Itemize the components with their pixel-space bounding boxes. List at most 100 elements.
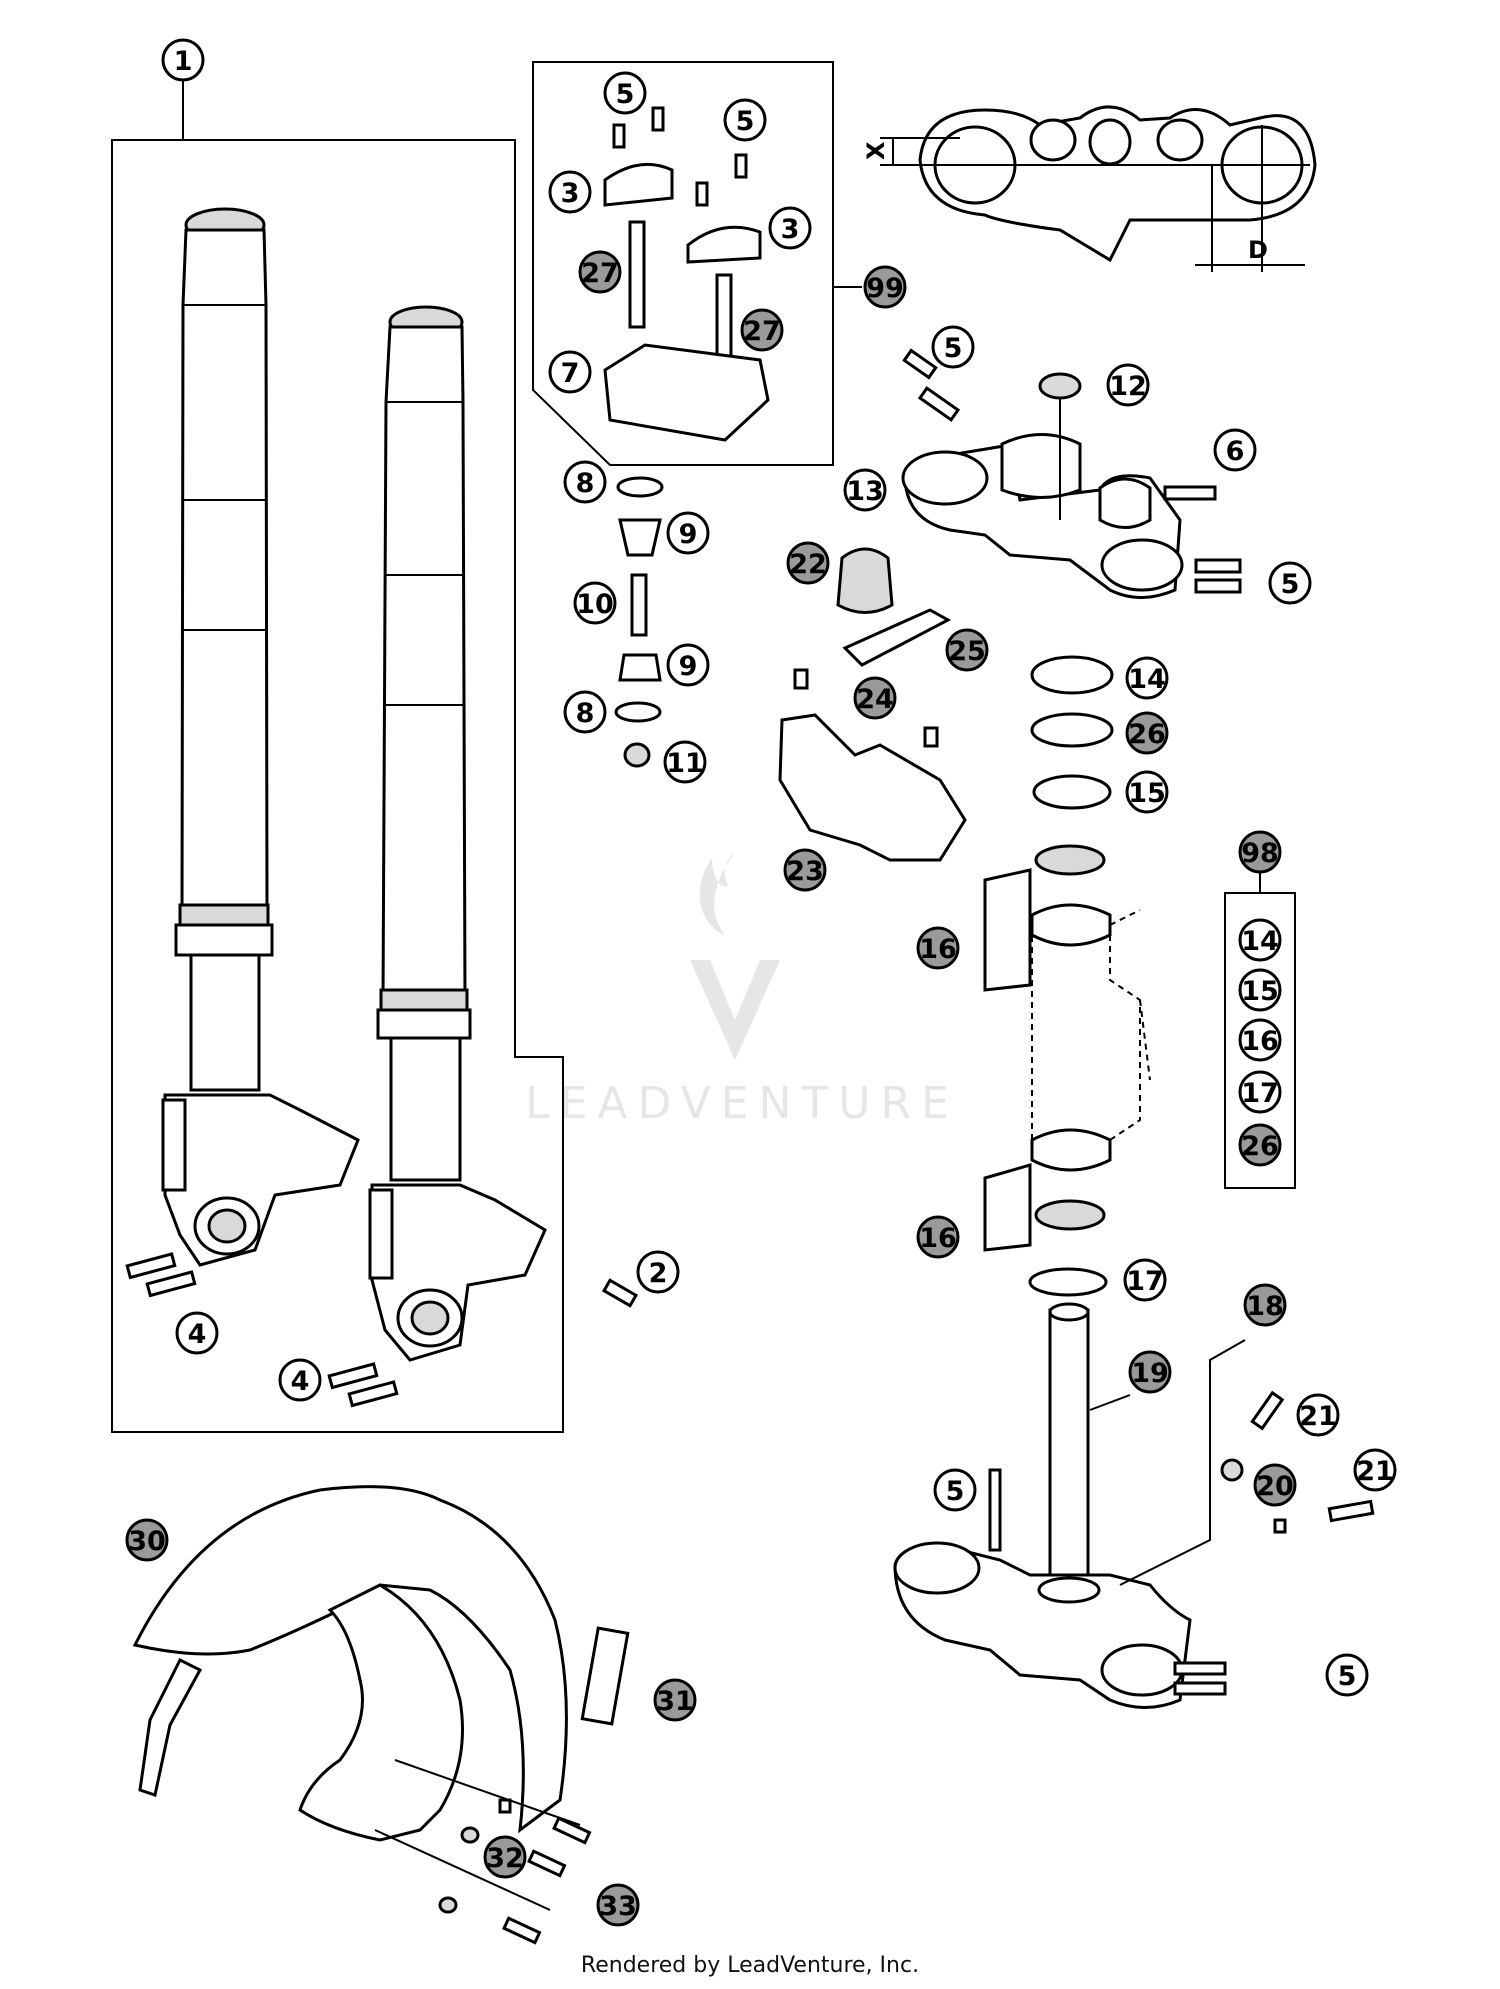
callout-16: 16 bbox=[916, 1215, 960, 1259]
callout-5: 5 bbox=[723, 98, 767, 142]
svg-text:20: 20 bbox=[1256, 1471, 1294, 1502]
svg-text:12: 12 bbox=[1109, 371, 1147, 402]
svg-text:5: 5 bbox=[946, 1476, 965, 1507]
dimension-x-label: X bbox=[862, 141, 890, 160]
svg-text:5: 5 bbox=[736, 106, 755, 137]
upper-triple-clamp bbox=[901, 348, 1242, 599]
svg-text:16: 16 bbox=[1241, 1026, 1279, 1057]
svg-text:4: 4 bbox=[188, 1319, 207, 1350]
watermark: LEADVENTURE bbox=[525, 852, 959, 1129]
callout-6: 6 bbox=[1213, 428, 1257, 472]
svg-text:27: 27 bbox=[581, 258, 619, 289]
svg-text:1: 1 bbox=[174, 46, 193, 77]
axle-clamp-bolts-left bbox=[125, 1252, 197, 1298]
callout-8: 8 bbox=[563, 460, 607, 504]
lower-triple-clamp-and-stem bbox=[893, 1302, 1375, 1709]
callout-19: 19 bbox=[1128, 1350, 1172, 1394]
svg-text:21: 21 bbox=[1356, 1456, 1394, 1487]
callout-9: 9 bbox=[666, 643, 710, 687]
svg-text:15: 15 bbox=[1241, 976, 1279, 1007]
callout-12: 12 bbox=[1106, 363, 1150, 407]
dimension-d-label: D bbox=[1248, 236, 1268, 264]
svg-text:98: 98 bbox=[1241, 838, 1279, 869]
upper-triple-clamp-dimension-view: X D bbox=[862, 105, 1317, 272]
svg-text:26: 26 bbox=[1241, 1131, 1279, 1162]
svg-text:3: 3 bbox=[781, 214, 800, 245]
svg-text:5: 5 bbox=[616, 79, 635, 110]
svg-text:3: 3 bbox=[561, 178, 580, 209]
part-callouts: 1 5 5 3 3 27 27 7 99 8 9 10 9 8 11 5 12 … bbox=[125, 38, 1397, 1927]
callout-17: 17 bbox=[1123, 1258, 1167, 1302]
callout-25: 25 bbox=[945, 628, 989, 672]
axle-clamp-bolts-right bbox=[327, 1362, 399, 1408]
callout-14: 14 bbox=[1125, 656, 1169, 700]
svg-text:4: 4 bbox=[291, 1366, 310, 1397]
callout-8: 8 bbox=[563, 690, 607, 734]
steering-damper-parts bbox=[778, 547, 967, 862]
svg-text:9: 9 bbox=[679, 651, 698, 682]
callout-4: 4 bbox=[175, 1311, 219, 1355]
callout-20: 20 bbox=[1253, 1463, 1297, 1507]
callout-5: 5 bbox=[931, 325, 975, 369]
kit-item-26: 26 bbox=[1238, 1123, 1282, 1167]
callout-26: 26 bbox=[1125, 711, 1169, 755]
svg-text:31: 31 bbox=[656, 1686, 694, 1717]
svg-text:10: 10 bbox=[576, 589, 614, 620]
callout-27: 27 bbox=[740, 308, 784, 352]
callout-3: 3 bbox=[548, 170, 592, 214]
fork-assembly-frame bbox=[111, 139, 564, 1433]
callout-99: 99 bbox=[863, 265, 907, 309]
callout-3: 3 bbox=[768, 206, 812, 250]
callout-1: 1 bbox=[161, 38, 205, 82]
svg-text:8: 8 bbox=[576, 468, 595, 499]
front-fender bbox=[132, 1485, 630, 1945]
callout-16: 16 bbox=[916, 926, 960, 970]
svg-text:33: 33 bbox=[599, 1891, 637, 1922]
svg-text:16: 16 bbox=[919, 1223, 957, 1254]
svg-text:5: 5 bbox=[944, 333, 963, 364]
svg-text:26: 26 bbox=[1128, 719, 1166, 750]
callout-9: 9 bbox=[666, 511, 710, 555]
callout-13: 13 bbox=[843, 468, 887, 512]
svg-text:15: 15 bbox=[1128, 778, 1166, 809]
svg-text:7: 7 bbox=[561, 358, 580, 389]
svg-text:17: 17 bbox=[1126, 1266, 1164, 1297]
kit-item-16: 16 bbox=[1238, 1018, 1282, 1062]
handlebar-clamp-parts bbox=[603, 106, 770, 442]
steering-bearing-parts bbox=[983, 655, 1151, 1297]
svg-text:5: 5 bbox=[1338, 1661, 1357, 1692]
svg-text:30: 30 bbox=[128, 1526, 166, 1557]
svg-text:2: 2 bbox=[649, 1258, 668, 1289]
callout-18: 18 bbox=[1243, 1283, 1287, 1327]
svg-text:27: 27 bbox=[743, 316, 781, 347]
callout-5: 5 bbox=[933, 1468, 977, 1512]
callout-22: 22 bbox=[786, 541, 830, 585]
callout-2: 2 bbox=[636, 1250, 680, 1294]
callout-24: 24 bbox=[853, 676, 897, 720]
svg-text:18: 18 bbox=[1246, 1291, 1284, 1322]
svg-text:17: 17 bbox=[1241, 1078, 1279, 1109]
svg-text:13: 13 bbox=[846, 476, 884, 507]
svg-text:24: 24 bbox=[856, 684, 894, 715]
svg-text:14: 14 bbox=[1128, 664, 1166, 695]
svg-text:9: 9 bbox=[679, 519, 698, 550]
callout-32: 32 bbox=[483, 1835, 527, 1879]
watermark-text: LEADVENTURE bbox=[525, 1078, 959, 1129]
spacer-parts bbox=[614, 476, 664, 768]
callout-15: 15 bbox=[1125, 770, 1169, 814]
footer-credit: Rendered by LeadVenture, Inc. bbox=[581, 1953, 919, 1978]
svg-text:19: 19 bbox=[1131, 1358, 1169, 1389]
callout-98: 98 bbox=[1238, 830, 1282, 874]
callout-5: 5 bbox=[1325, 1653, 1369, 1697]
callout-27: 27 bbox=[578, 250, 622, 294]
callout-31: 31 bbox=[653, 1678, 697, 1722]
svg-text:5: 5 bbox=[1281, 569, 1300, 600]
callout-4: 4 bbox=[278, 1358, 322, 1402]
svg-text:14: 14 bbox=[1241, 926, 1279, 957]
callout-23: 23 bbox=[783, 848, 827, 892]
right-fork-leg bbox=[368, 305, 547, 1362]
callout-33: 33 bbox=[596, 1883, 640, 1927]
handlebar-clamp-kit-frame bbox=[532, 61, 834, 466]
callout-21: 21 bbox=[1296, 1393, 1340, 1437]
